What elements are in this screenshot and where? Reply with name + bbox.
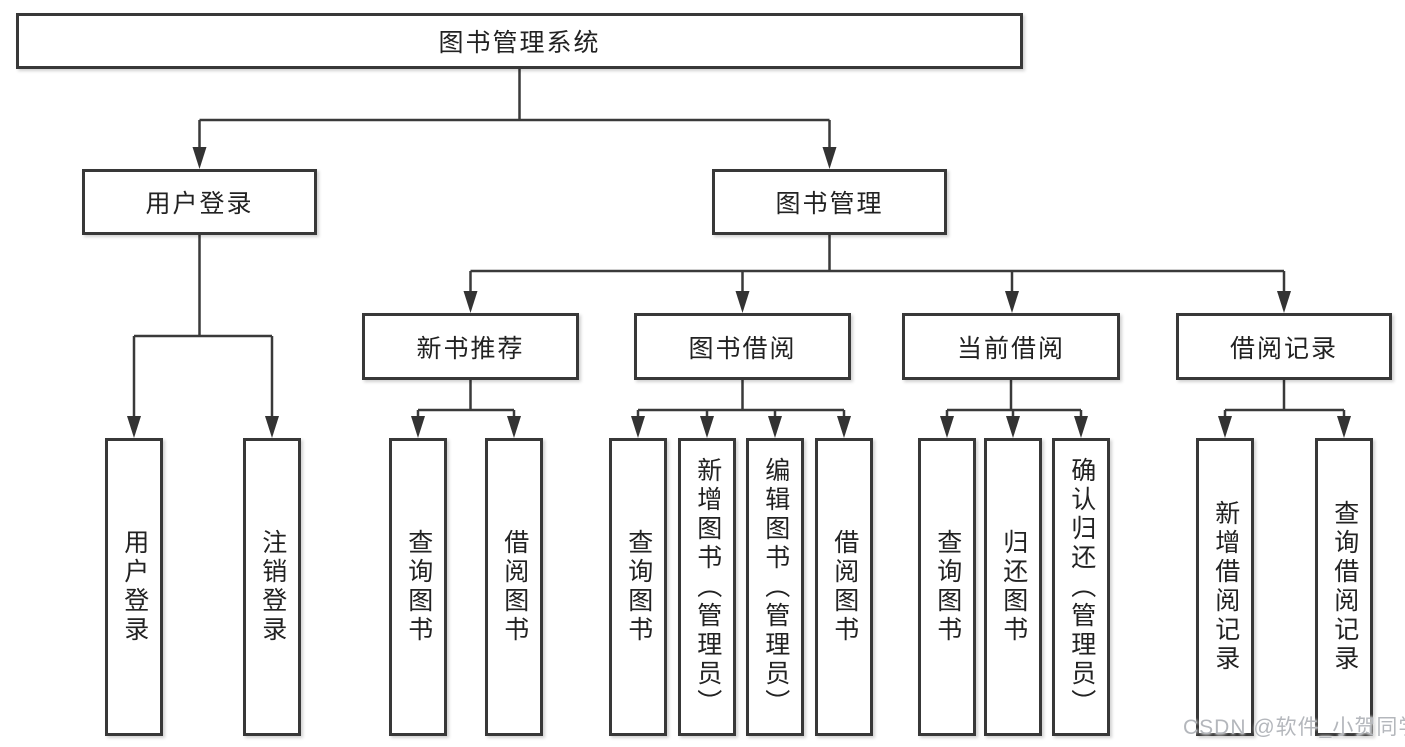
arrowhead xyxy=(1337,416,1351,438)
node-label: 图书管理系统 xyxy=(438,29,601,57)
leaf-query-books: 查询图书 xyxy=(389,438,447,736)
csdn-watermark: CSDN @软件_小贺同学 xyxy=(1183,716,1405,739)
node-root-system: 图书管理系统 xyxy=(16,13,1023,69)
leaf-borrow-books: 借阅图书 xyxy=(815,438,873,736)
leaf-label: 编辑图书（管理员） xyxy=(761,456,790,718)
leaf-add-borrow-record: 新增借阅记录 xyxy=(1196,438,1254,736)
arrowhead xyxy=(822,147,837,169)
leaf-label: 查询图书 xyxy=(404,529,433,645)
connector-root xyxy=(192,69,837,169)
leaf-label: 查询借阅记录 xyxy=(1330,500,1359,674)
arrowhead xyxy=(192,147,207,169)
node-label: 新书推荐 xyxy=(416,334,525,363)
leaf-label: 注销登录 xyxy=(258,529,287,645)
leaf-user-login: 用户登录 xyxy=(105,438,163,736)
node-book-management: 图书管理 xyxy=(712,169,947,235)
leaf-query-borrow-record: 查询借阅记录 xyxy=(1315,438,1373,736)
arrowhead xyxy=(1074,416,1088,438)
node-current-borrow: 当前借阅 xyxy=(902,313,1120,380)
arrowhead xyxy=(463,291,478,313)
leaf-label: 新增图书（管理员） xyxy=(693,456,722,718)
leaf-add-books-admin: 新增图书（管理员） xyxy=(678,438,736,736)
arrowhead xyxy=(265,416,279,438)
leaf-label: 新增借阅记录 xyxy=(1211,500,1240,674)
arrowhead xyxy=(1218,416,1232,438)
leaf-return-books: 归还图书 xyxy=(984,438,1042,736)
node-label: 当前借阅 xyxy=(956,334,1065,363)
arrowhead xyxy=(1006,416,1020,438)
connector-book-management xyxy=(463,235,1291,313)
leaf-label: 归还图书 xyxy=(999,529,1028,645)
connector-user-login xyxy=(127,235,279,438)
node-user-login: 用户登录 xyxy=(82,169,317,235)
arrowhead xyxy=(735,291,750,313)
arrowhead xyxy=(768,416,782,438)
arrowhead xyxy=(631,416,645,438)
connector-book-borrow xyxy=(631,380,851,438)
leaf-query-books: 查询图书 xyxy=(918,438,976,736)
arrowhead xyxy=(1277,291,1291,313)
arrowhead xyxy=(1005,291,1019,313)
arrowhead xyxy=(507,416,521,438)
leaf-query-books: 查询图书 xyxy=(609,438,667,736)
node-borrow-records: 借阅记录 xyxy=(1176,313,1392,380)
leaf-label: 查询图书 xyxy=(933,529,962,645)
arrowhead xyxy=(837,416,851,438)
node-label: 图书借阅 xyxy=(688,334,797,363)
leaf-label: 查询图书 xyxy=(624,529,653,645)
connector-borrow-records xyxy=(1218,380,1351,438)
connector-new-book-recommend xyxy=(411,380,521,438)
leaf-edit-books-admin: 编辑图书（管理员） xyxy=(746,438,804,736)
node-new-book-recommend: 新书推荐 xyxy=(362,313,579,380)
node-label: 图书管理 xyxy=(775,190,884,218)
leaf-label: 借阅图书 xyxy=(500,529,529,645)
node-label: 用户登录 xyxy=(145,190,254,218)
connector-current-borrow xyxy=(940,380,1088,438)
leaf-label: 确认归还（管理员） xyxy=(1067,456,1096,718)
node-book-borrow: 图书借阅 xyxy=(634,313,851,380)
arrowhead xyxy=(940,416,954,438)
leaf-confirm-return-admin: 确认归还（管理员） xyxy=(1052,438,1110,736)
arrowhead xyxy=(700,416,714,438)
node-label: 借阅记录 xyxy=(1229,334,1338,363)
leaf-label: 用户登录 xyxy=(120,529,149,645)
arrowhead xyxy=(127,416,141,438)
leaf-label: 借阅图书 xyxy=(830,529,859,645)
arrowhead xyxy=(411,416,425,438)
leaf-borrow-books: 借阅图书 xyxy=(485,438,543,736)
leaf-logout: 注销登录 xyxy=(243,438,301,736)
